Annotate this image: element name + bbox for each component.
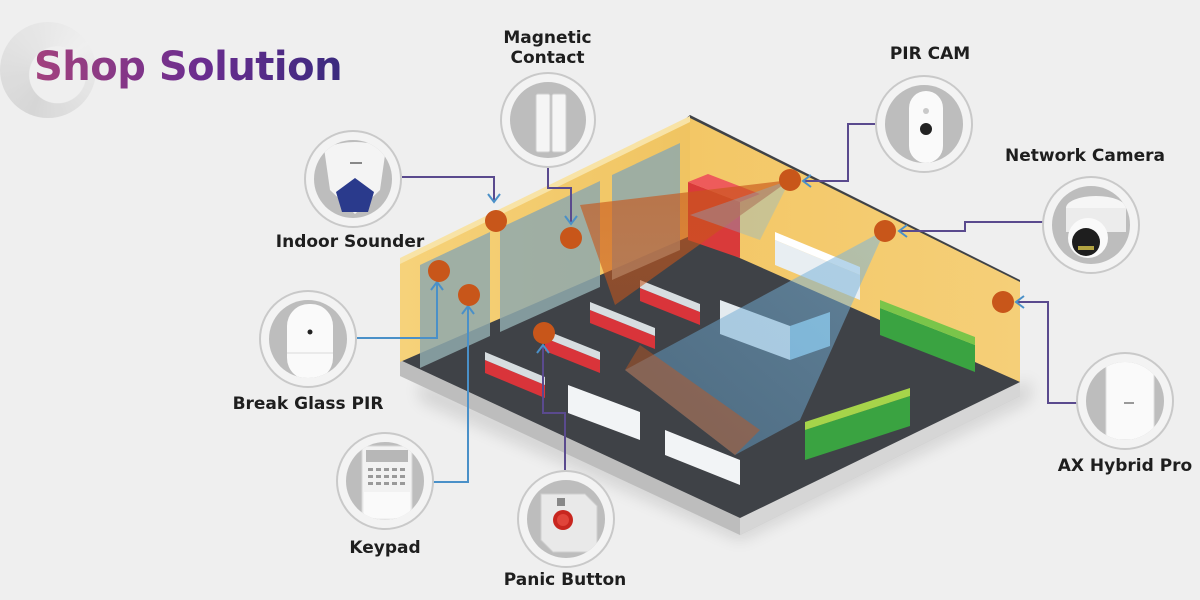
checkout-counter: [545, 338, 600, 373]
page-title: Shop Solution: [34, 44, 343, 90]
dome-camera-icon: [1066, 196, 1126, 258]
sounder-icon: [324, 142, 386, 214]
sensor-dot-panic-button: [533, 322, 555, 344]
sensor-dot-break-glass-pir: [428, 260, 450, 282]
sensor-dot-network-camera: [874, 220, 896, 242]
control-panel-icon: [1105, 362, 1155, 440]
sensor-dot-ax-hybrid-pro: [992, 291, 1014, 313]
aisle-shelf: [665, 430, 740, 485]
pir-camera-icon: [909, 91, 943, 163]
coverage-overlap: [625, 345, 760, 455]
connector-keypad: [430, 306, 469, 483]
label-pir-cam: PIR CAM: [889, 44, 971, 64]
connector-magnetic-contact: [547, 168, 572, 222]
device-ax-hybrid-pro[interactable]: [1076, 352, 1174, 450]
device-break-glass-pir[interactable]: [259, 290, 357, 388]
network-camera-coverage: [625, 230, 885, 455]
label-keypad: Keypad: [349, 538, 421, 558]
device-pir-cam[interactable]: [875, 75, 973, 173]
connector-ax-hybrid-pro: [1017, 301, 1077, 404]
device-keypad[interactable]: [336, 432, 434, 530]
label-magnetic-contact: Magnetic Contact: [503, 28, 592, 68]
label-break-glass-pir: Break Glass PIR: [232, 394, 384, 414]
sensor-dot-keypad: [458, 284, 480, 306]
device-magnetic-contact[interactable]: [500, 72, 596, 168]
panic-button-icon: [540, 493, 598, 553]
label-indoor-sounder: Indoor Sounder: [275, 232, 425, 252]
pir-detector-icon: [287, 304, 333, 378]
title-decoration-ring: [0, 22, 96, 118]
sensor-dot-indoor-sounder: [485, 210, 507, 232]
connector-network-camera: [900, 221, 1045, 232]
magnetic-contact-icon: [535, 93, 567, 153]
keypad-icon: [361, 445, 413, 520]
pir-cam-coverage: [580, 180, 790, 305]
sensor-dot-magnetic-contact: [560, 227, 582, 249]
connector-break-glass-pir: [357, 282, 438, 339]
produce-stand: [805, 396, 910, 460]
connector-indoor-sounder: [402, 176, 495, 200]
connector-pir-cam: [804, 123, 875, 182]
produce-stand: [880, 308, 975, 372]
device-indoor-sounder[interactable]: [304, 130, 402, 228]
aisle-shelf: [568, 385, 640, 440]
checkout-counter: [590, 310, 655, 349]
label-network-camera: Network Camera: [1005, 146, 1165, 166]
checkout-counter: [640, 288, 700, 325]
device-panic-button[interactable]: [517, 470, 615, 568]
label-panic-button: Panic Button: [503, 570, 627, 590]
device-network-camera[interactable]: [1042, 176, 1140, 274]
connector-panic-button: [542, 345, 566, 470]
sensor-dot-pir-cam: [779, 169, 801, 191]
label-ax-hybrid-pro: AX Hybrid Pro: [1057, 456, 1193, 476]
checkout-counter: [485, 360, 545, 398]
